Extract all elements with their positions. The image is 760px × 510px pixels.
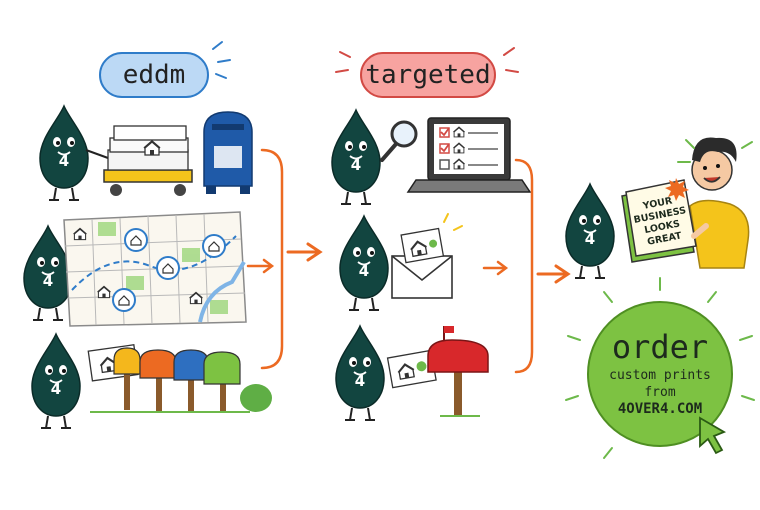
route-map [63,211,247,327]
mascot-badge: 4 [359,262,369,280]
targeted-label: targeted [360,52,496,98]
order-url[interactable]: 4OVER4.COM [617,401,703,417]
mascot: 4 [23,225,73,321]
sparkle-icon [677,139,753,163]
map-pin-icon [156,256,180,280]
order-subtitle: custom prints [609,368,711,383]
starburst-icon [665,178,689,201]
envelope-icon [391,213,463,299]
map-pin-icon [112,288,136,312]
mailbox-row [90,347,272,413]
sparkle-icon [335,47,519,73]
map-pin-icon [202,234,226,258]
mascot: 4 [335,325,385,421]
mascot-badge: 4 [351,156,361,174]
mascot-badge: 4 [355,372,365,390]
mascot-badge: 4 [59,152,69,170]
mascot-badge: 4 [585,230,595,248]
laptop [406,117,532,193]
eddm-label: eddm [99,52,209,98]
mascot: 4 [31,333,81,429]
flow-arrow [514,158,571,374]
mascot: 4 [339,215,389,311]
checklist [439,126,498,170]
order-badge[interactable] [565,277,755,459]
blue-mailbox [203,111,253,194]
mascot: 4 [565,183,615,279]
sparkle-icon [212,41,231,79]
mascot: 4 [331,109,381,205]
flow-arrow [246,148,323,370]
magnifier-icon [380,120,418,162]
cursor-icon [699,416,727,455]
map-pin-icon [124,228,148,252]
flow-arrow [482,260,509,276]
customer [689,137,750,269]
mascot-badge: 4 [43,272,53,290]
red-mailbox [427,326,489,417]
business-flyer: YOUR BUSINESS LOOKS GREAT [621,178,709,263]
flyer-cart [103,125,193,196]
order-title[interactable]: order [611,328,709,366]
order-subtitle-from: from [644,385,676,400]
mascot: 4 [39,105,89,201]
mascot-badge: 4 [51,380,61,398]
